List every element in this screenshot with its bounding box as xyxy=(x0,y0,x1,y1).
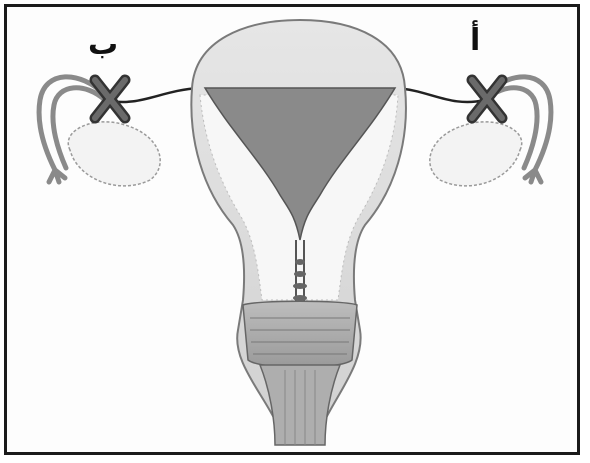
cervix xyxy=(243,301,357,367)
x-mark-b xyxy=(95,80,125,118)
right-fallopian-tube xyxy=(395,88,485,102)
x-mark-a xyxy=(472,80,502,118)
vagina xyxy=(260,365,340,445)
label-b: ب xyxy=(88,30,118,60)
right-ovary xyxy=(430,122,522,186)
left-ovary xyxy=(68,122,160,186)
label-a: أ xyxy=(470,26,480,56)
